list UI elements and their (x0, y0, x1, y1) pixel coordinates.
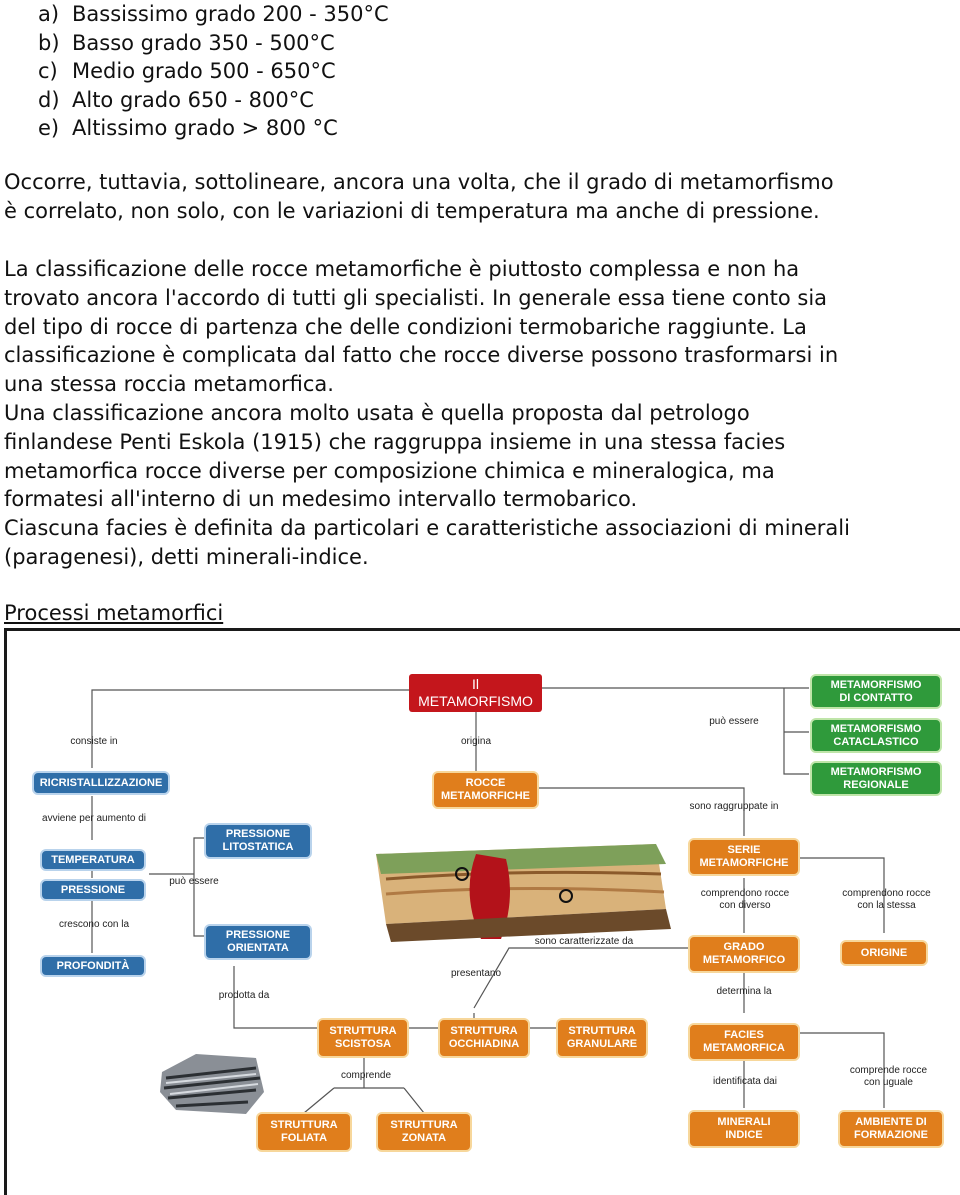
text-line: (paragenesi), detti minerali-indice. (4, 544, 369, 569)
paragraph-classification: La classificazione delle rocce metamorfi… (4, 255, 956, 572)
label-comprendono-stessa: comprendono rocce con la stessa (842, 888, 931, 911)
text-line: formatesi all'interno di un medesimo int… (4, 487, 638, 512)
pressione-orientata-box: PRESSIONE ORIENTATA (204, 924, 312, 960)
list-item-text: Bassissimo grado 200 - 350°C (72, 2, 389, 26)
label-presentano: presentano (450, 968, 502, 979)
text-line: è correlato, non solo, con le variazioni… (4, 198, 820, 223)
ricristallizzazione-box: RICRISTALLIZZAZIONE (32, 771, 170, 795)
text-line: metamorfica rocce diverse per composizio… (4, 458, 775, 483)
ambiente-di-formazione-box: AMBIENTE DI FORMAZIONE (838, 1110, 944, 1148)
metamorphism-concept-map: Il METAMORFISMO ROCCE METAMORFICHE METAM… (4, 628, 960, 1195)
list-item: e) Altissimo grado > 800 °C (4, 114, 389, 143)
struttura-granulare-box: STRUTTURA GRANULARE (556, 1018, 648, 1058)
grade-list: a) Bassissimo grado 200 - 350°C b) Basso g… (4, 0, 389, 143)
text-line: Ciascuna facies è definita da particolar… (4, 516, 850, 541)
struttura-foliata-box: STRUTTURA FOLIATA (256, 1112, 352, 1152)
text-line: Una classificazione ancora molto usata è… (4, 400, 750, 425)
list-item-text: Basso grado 350 - 500°C (72, 30, 335, 55)
section-title: Processi metamorfici (4, 601, 224, 625)
frame-left-border (4, 628, 7, 1195)
metamorfismo-regionale-box: METAMORFISMO REGIONALE (810, 761, 942, 796)
label-sono-caratterizzate-da: sono caratterizzate da (534, 936, 634, 947)
rock-cross-section-illustration (376, 844, 671, 942)
text-line: una stessa roccia metamorfica. (4, 372, 334, 397)
serie-metamorfiche-box: SERIE METAMORFICHE (688, 838, 800, 876)
struttura-scistosa-box: STRUTTURA SCISTOSA (317, 1018, 409, 1058)
list-item: a) Bassissimo grado 200 - 350°C (4, 0, 389, 29)
frame-top-border (4, 628, 960, 631)
facies-metamorfica-box: FACIES METAMORFICA (688, 1023, 800, 1061)
metamorfismo-contatto-box: METAMORFISMO DI CONTATTO (810, 674, 942, 709)
text-line: La classificazione delle rocce metamorfi… (4, 257, 800, 281)
list-marker: c) (38, 59, 58, 84)
paragraph-pressure: Occorre, tuttavia, sottolineare, ancora … (4, 168, 956, 226)
text-line: del tipo di rocce di partenza che delle … (4, 314, 807, 339)
text-line: classificazione è complicata dal fatto c… (4, 343, 839, 368)
label-identificata-dai: identificata dai (713, 1076, 777, 1087)
list-item-text: Altissimo grado > 800 °C (72, 116, 338, 141)
label-comprende-uguale: comprende rocce con uguale (849, 1065, 928, 1088)
list-item-text: Alto grado 650 - 800°C (72, 87, 314, 112)
label-comprende: comprende (340, 1070, 392, 1081)
pressione-litostatica-box: PRESSIONE LITOSTATICA (204, 823, 312, 859)
label-puo-essere-right: può essere (709, 716, 759, 727)
label-determina-la: determina la (716, 986, 772, 997)
grado-metamorfico-box: GRADO METAMORFICO (688, 935, 800, 973)
label-consiste-in: consiste in (70, 736, 118, 747)
struttura-zonata-box: STRUTTURA ZONATA (376, 1112, 472, 1152)
label-comprendono-diverso: comprendono rocce con diverso (700, 888, 790, 911)
text-line: Occorre, tuttavia, sottolineare, ancora … (4, 170, 834, 194)
struttura-occhiadina-box: STRUTTURA OCCHIADINA (438, 1018, 530, 1058)
label-crescono-con-la: crescono con la (58, 919, 130, 930)
list-item: c) Medio grado 500 - 650°C (4, 57, 389, 86)
profondita-box: PROFONDITÀ (40, 955, 146, 977)
list-item-text: Medio grado 500 - 650°C (72, 59, 336, 84)
text-line: finlandese Penti Eskola (1915) che raggr… (4, 429, 786, 454)
label-origina: origina (460, 736, 492, 747)
label-avviene-per-aumento: avviene per aumento di (42, 813, 146, 824)
metamorfismo-title-box: Il METAMORFISMO (409, 674, 542, 712)
label-sono-raggruppate-in: sono raggruppate in (689, 801, 779, 812)
list-marker: a) (38, 2, 60, 26)
list-marker: d) (38, 87, 60, 112)
minerali-indice-box: MINERALI INDICE (688, 1110, 800, 1148)
schist-rock-illustration (160, 1054, 264, 1114)
label-prodotta-da: prodotta da (218, 990, 270, 1001)
label-puo-essere-left: può essere (169, 876, 219, 887)
text-line: trovato ancora l'accordo di tutti gli sp… (4, 285, 828, 310)
metamorfismo-cataclastico-box: METAMORFISMO CATACLASTICO (810, 718, 942, 753)
pressione-box: PRESSIONE (40, 879, 146, 901)
origine-box: ORIGINE (840, 940, 928, 966)
list-marker: e) (38, 116, 60, 141)
list-marker: b) (38, 30, 60, 55)
rocce-metamorfiche-box: ROCCE METAMORFICHE (432, 771, 539, 809)
list-item: d) Alto grado 650 - 800°C (4, 86, 389, 115)
temperatura-box: TEMPERATURA (40, 849, 146, 871)
list-item: b) Basso grado 350 - 500°C (4, 29, 389, 58)
